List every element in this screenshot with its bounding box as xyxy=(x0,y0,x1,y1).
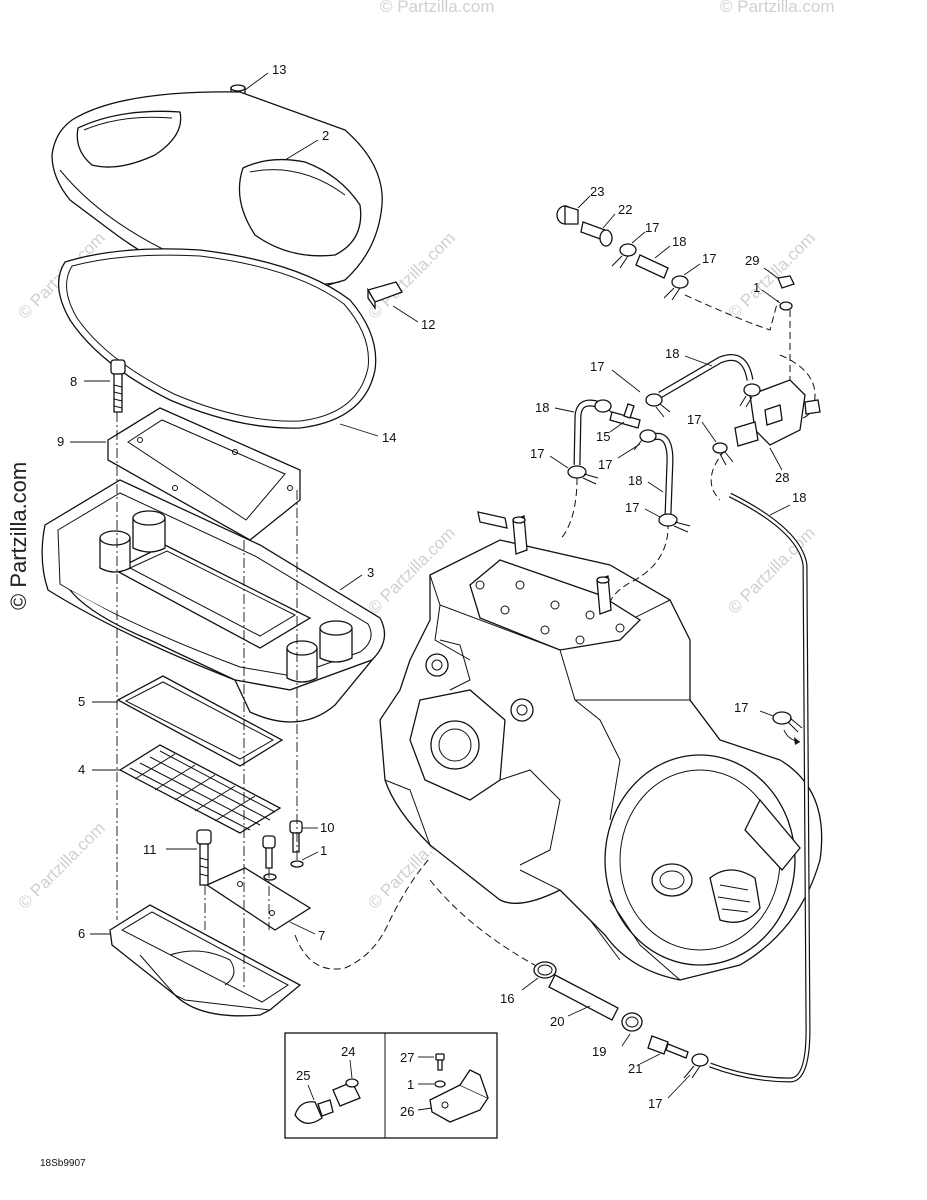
callout-24: 24 xyxy=(341,1044,355,1059)
callout-22: 22 xyxy=(618,202,632,217)
callout-labels: 13 2 12 8 14 9 3 5 4 10 11 1 7 6 23 22 1… xyxy=(57,62,806,1119)
watermark: © Partzilla.com xyxy=(720,0,835,16)
side-watermark: © Partzilla.com xyxy=(6,462,31,610)
part-28-valve xyxy=(734,379,821,471)
callout-26: 26 xyxy=(400,1104,414,1119)
part-17-clamp-lower xyxy=(667,1053,709,1099)
detail-inset xyxy=(284,1032,498,1139)
reference-code: 18Sb9907 xyxy=(40,1158,86,1169)
callout-11: 11 xyxy=(143,842,157,857)
part-24-fitting xyxy=(332,1059,361,1107)
part-17-clamp-valve xyxy=(701,421,734,466)
part-17-clamp-upper xyxy=(611,369,761,418)
part-21-fitting xyxy=(639,1035,689,1065)
part-22-fitting xyxy=(580,213,616,247)
callout-5: 5 xyxy=(78,694,85,709)
part-17-clamp-right xyxy=(759,710,803,745)
callout-20: 20 xyxy=(550,1014,564,1029)
callout-2: 2 xyxy=(322,128,329,143)
callout-9: 9 xyxy=(57,434,64,449)
callout-25: 25 xyxy=(296,1068,310,1083)
part-12-block xyxy=(367,281,419,323)
callout-17: 17 xyxy=(687,412,701,427)
part-23-fitting xyxy=(556,195,591,225)
callout-3: 3 xyxy=(367,565,374,580)
watermark: © Partzilla.com xyxy=(14,818,108,912)
part-25-plug xyxy=(294,1084,334,1124)
callout-18: 18 xyxy=(628,473,642,488)
watermark: © Partzilla.com xyxy=(364,228,458,322)
callout-17: 17 xyxy=(648,1096,662,1111)
callout-19: 19 xyxy=(592,1044,606,1059)
part-3-silencer-base xyxy=(41,479,386,723)
part-27-screw xyxy=(418,1053,445,1071)
part-14-gasket xyxy=(57,248,379,437)
part-18-hose-short xyxy=(635,245,671,279)
callout-21: 21 xyxy=(628,1061,642,1076)
part-4-filter-screen xyxy=(92,744,282,834)
part-11-screw xyxy=(166,829,212,886)
part-29-nut xyxy=(763,267,795,289)
callout-1: 1 xyxy=(753,280,760,295)
part-1-washer-inset xyxy=(418,1080,446,1088)
callout-18: 18 xyxy=(792,490,806,505)
callout-13: 13 xyxy=(272,62,286,77)
watermark: © Partzilla.com xyxy=(724,228,818,322)
callout-1: 1 xyxy=(407,1077,414,1092)
callout-8: 8 xyxy=(70,374,77,389)
callout-7: 7 xyxy=(318,928,325,943)
part-26-bracket xyxy=(417,1069,489,1123)
callout-10: 10 xyxy=(320,820,334,835)
callout-28: 28 xyxy=(775,470,789,485)
callout-29: 29 xyxy=(745,253,759,268)
part-9-gasket-plate xyxy=(70,407,301,541)
part-1-washers xyxy=(263,851,319,881)
watermark: © Partzilla.com xyxy=(380,0,495,16)
part-20-hose xyxy=(548,974,619,1021)
part-18-bent-hose-left xyxy=(554,399,602,466)
callout-4: 4 xyxy=(78,762,85,777)
part-2-silencer-cover xyxy=(51,91,383,297)
callout-17: 17 xyxy=(734,700,748,715)
part-17-clamp-top2 xyxy=(663,263,701,301)
callout-27: 27 xyxy=(400,1050,414,1065)
callout-16: 16 xyxy=(500,991,514,1006)
callout-17: 17 xyxy=(530,446,544,461)
part-15-fitting xyxy=(609,403,641,433)
part-19-ring xyxy=(621,1012,643,1047)
part-5-gasket xyxy=(92,675,284,767)
callout-1: 1 xyxy=(320,843,327,858)
part-7-plate xyxy=(205,867,316,935)
callout-18: 18 xyxy=(665,346,679,361)
callout-17: 17 xyxy=(645,220,659,235)
callout-12: 12 xyxy=(421,317,435,332)
part-1-washer-top xyxy=(761,289,793,311)
part-10-screws xyxy=(262,820,318,869)
callout-18: 18 xyxy=(672,234,686,249)
engine-block xyxy=(379,511,823,981)
callout-6: 6 xyxy=(78,926,85,941)
callout-14: 14 xyxy=(382,430,396,445)
callout-17: 17 xyxy=(598,457,612,472)
callout-17: 17 xyxy=(702,251,716,266)
callout-17: 17 xyxy=(625,500,639,515)
part-6-lower-housing xyxy=(90,904,302,1017)
part-17-clamp-left xyxy=(549,399,618,485)
part-17-clamp-top1 xyxy=(611,231,646,269)
callout-23: 23 xyxy=(590,184,604,199)
part-18-bent-hose-upper xyxy=(658,354,754,399)
part-18-bent-hose-right xyxy=(617,429,674,516)
part-16-clamp xyxy=(521,961,557,991)
alignment-lines xyxy=(116,412,298,990)
callout-15: 15 xyxy=(596,429,610,444)
callout-17: 17 xyxy=(590,359,604,374)
callout-18: 18 xyxy=(535,400,549,415)
part-18-long-hose xyxy=(709,492,811,1083)
part-17-clamp-right-hose xyxy=(644,508,691,533)
part-8-screw xyxy=(84,359,126,413)
